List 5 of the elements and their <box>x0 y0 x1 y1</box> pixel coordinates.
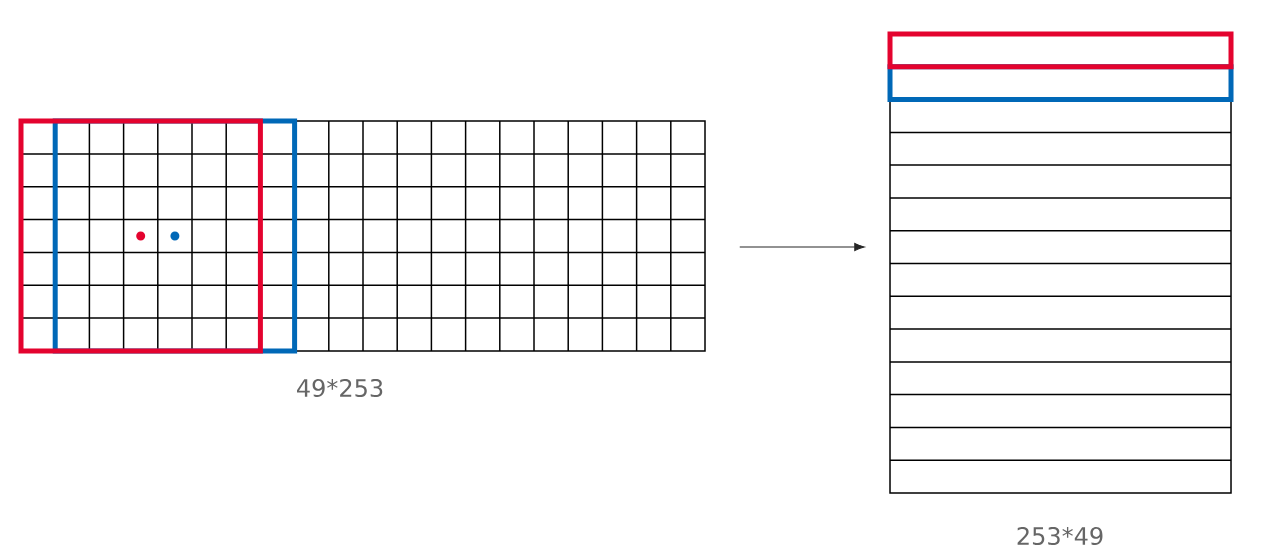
grid-drawing <box>18 118 706 354</box>
grid-drawing <box>887 31 1234 494</box>
arrow <box>739 242 865 252</box>
size-label: 49*253 <box>297 378 383 398</box>
size-label: 253*49 <box>1017 526 1103 546</box>
